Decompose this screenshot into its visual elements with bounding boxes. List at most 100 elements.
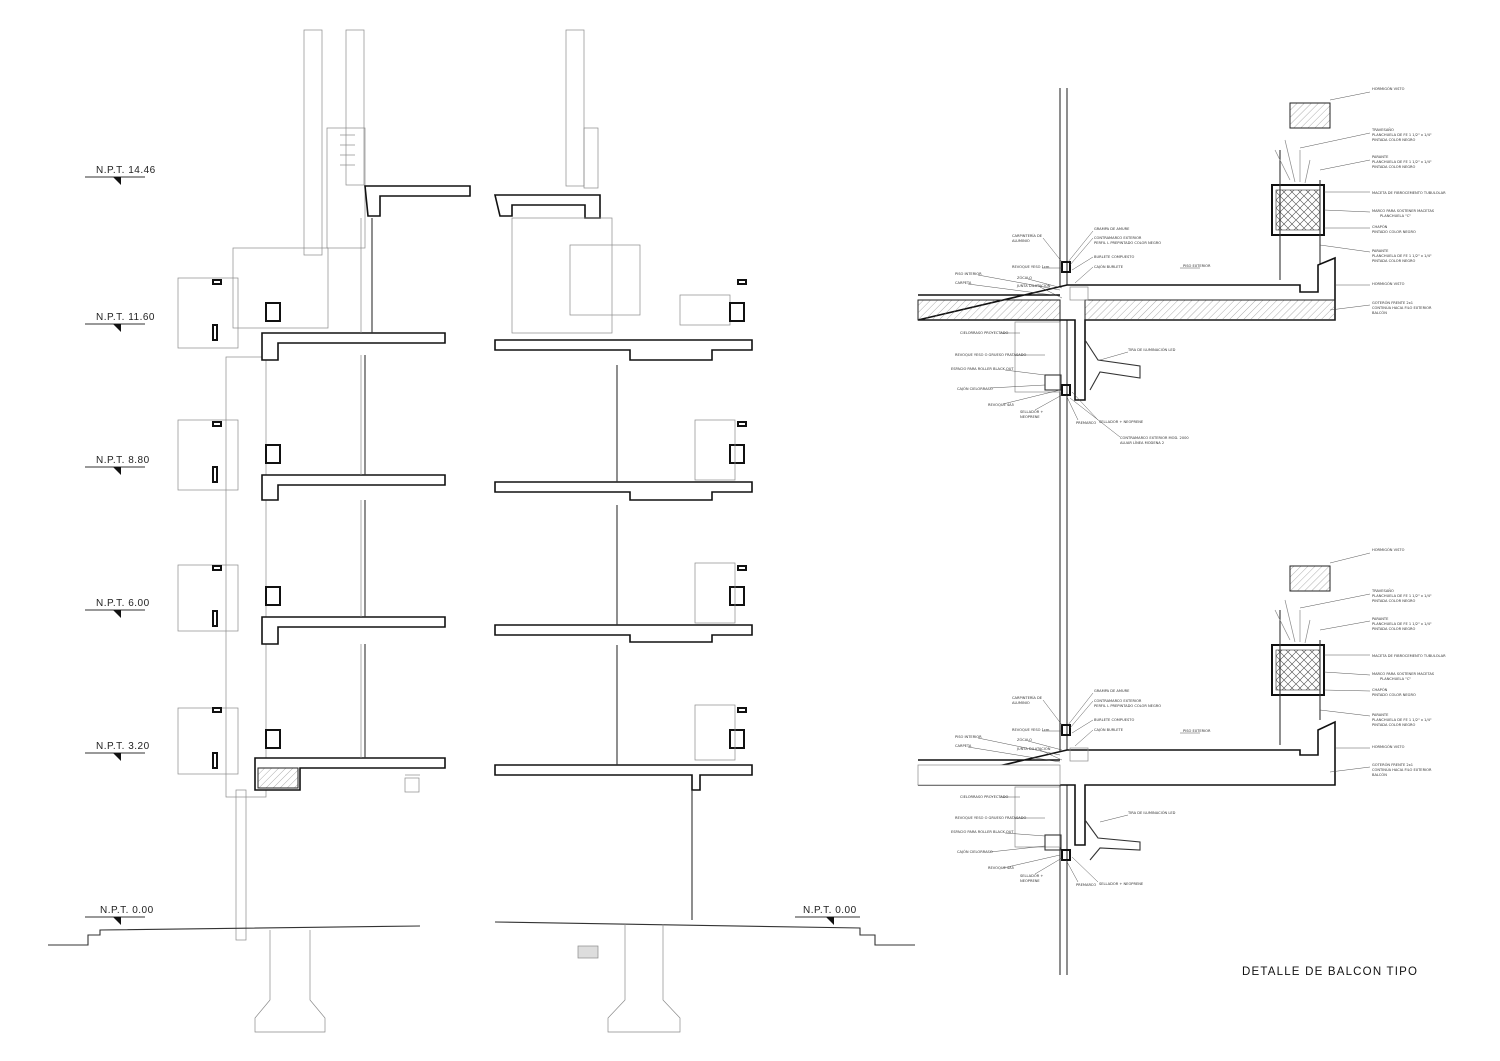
callout: PARANTE bbox=[1372, 617, 1389, 621]
callout: TRAVESAÑO bbox=[1371, 588, 1394, 593]
callout: TRAVESAÑO bbox=[1371, 127, 1394, 132]
level-label: N.P.T. 3.20 bbox=[96, 741, 150, 752]
callout: HORMIGÓN VISTO bbox=[1372, 744, 1405, 749]
callout: PINTADA COLOR NEGRO bbox=[1372, 723, 1416, 727]
roof-slab-mid bbox=[493, 194, 601, 219]
level-triangle-icon bbox=[113, 467, 121, 475]
level-marker: N.P.T. 8.80 bbox=[85, 455, 150, 475]
callout: REVOQUE 4A5 bbox=[988, 866, 1014, 870]
callout: CONTRAMARCO EXTERIOR bbox=[1094, 699, 1142, 703]
callout: CARPINTERÍA DE bbox=[1012, 695, 1043, 700]
callout: REVOQUE 4A5 bbox=[988, 403, 1014, 407]
callout: PINTADA COLOR NEGRO bbox=[1372, 138, 1416, 142]
callout: ESPACIO PARA ROLLER BLACK OUT bbox=[951, 367, 1014, 371]
callout: HORMIGÓN VISTO bbox=[1372, 86, 1405, 91]
callout: PINTADA COLOR NEGRO bbox=[1372, 259, 1416, 263]
callouts-lower-center: GRAMPA DE AMURE CONTRAMARCO EXTERIOR PER… bbox=[1065, 689, 1211, 887]
led-cove bbox=[1084, 819, 1141, 861]
callout: HORMIGÓN VISTO bbox=[1372, 281, 1405, 286]
callout: CAJÓN BURLETE bbox=[1094, 727, 1124, 732]
callouts-upper-right: HORMIGÓN VISTO TRAVESAÑO PLANCHUELA DE F… bbox=[1299, 86, 1446, 315]
callout: CIELORRASO PROYECTADO bbox=[960, 331, 1009, 335]
ground-line-mid bbox=[494, 921, 915, 946]
concrete-block bbox=[1289, 102, 1331, 129]
level-marker: N.P.T. 0.00 bbox=[85, 905, 153, 925]
callouts-lower-right: HORMIGÓN VISTO TRAVESAÑO PLANCHUELA DE F… bbox=[1299, 547, 1446, 777]
callout: JUNTA DILATACIÓN bbox=[1016, 746, 1051, 751]
callout: PLANCHUELA "C" bbox=[1380, 214, 1411, 218]
ground-line-left bbox=[48, 925, 421, 946]
callout: PINTADA COLOR NEGRO bbox=[1372, 599, 1416, 603]
callouts-upper-left: CARPINTERÍA DE ALUMINIO REVOQUE YESO 1cm… bbox=[951, 233, 1063, 419]
level-marker: N.P.T. 11.60 bbox=[85, 312, 155, 332]
callout: PINTADO COLOR NEGRO bbox=[1372, 693, 1416, 697]
callout: PISO INTERIOR bbox=[955, 735, 982, 739]
callout: ZÓCALO bbox=[1017, 275, 1032, 280]
callout: PLANCHUELA DE FE 1 1/2" x 1/4" bbox=[1372, 133, 1432, 137]
callout: MACETA DE FIBROCEMENTO TUBULOLAR bbox=[1372, 654, 1446, 658]
callout: ALUAR LÍNEA MODENA 2 bbox=[1120, 440, 1164, 445]
callout: CIELORRASO PROYECTADO bbox=[960, 795, 1009, 799]
slab-mid-880 bbox=[494, 481, 753, 501]
slab-mid-1160 bbox=[494, 339, 753, 361]
callout: SELLADOR + bbox=[1020, 874, 1043, 878]
callout: PISO EXTERIOR bbox=[1183, 264, 1211, 268]
callout: ALUMINIO bbox=[1012, 239, 1030, 243]
callout: CARPETA bbox=[955, 744, 972, 748]
callout: ZÓCALO bbox=[1017, 737, 1032, 742]
callout: GOTERÓN FRENTE 2x1 bbox=[1372, 762, 1413, 767]
callout: MACETA DE FIBROCEMENTO TUBULOLAR bbox=[1372, 191, 1446, 195]
callout: PREMARCO bbox=[1076, 883, 1096, 887]
callout: PARANTE bbox=[1372, 713, 1389, 717]
level-marker: N.P.T. 3.20 bbox=[85, 741, 150, 761]
chimney-left-2 bbox=[345, 29, 365, 186]
callout: REVOQUE YESO 1cm bbox=[1012, 728, 1050, 732]
callout: CHAPÓN bbox=[1372, 687, 1388, 692]
roof-slab-left bbox=[364, 185, 471, 217]
callout: TIRA DE ILUMINACIÓN LED bbox=[1127, 347, 1176, 352]
callout: SELLADOR + NEOPRENE bbox=[1099, 882, 1144, 886]
level-label: N.P.T. 11.60 bbox=[96, 312, 155, 323]
callout: PREMARCO bbox=[1076, 421, 1096, 425]
callout: HORMIGÓN VISTO bbox=[1372, 547, 1405, 552]
callout: REVOQUE YESO O GRUESO FRATASADO bbox=[955, 353, 1027, 357]
callout: NEOPRENE bbox=[1020, 879, 1040, 883]
callout: PLANCHUELA DE FE 1 1/2" x 1/4" bbox=[1372, 718, 1432, 722]
balcony-detail-lower bbox=[917, 565, 1336, 861]
callout: PLANCHUELA DE FE 1 1/2" x 1/4" bbox=[1372, 622, 1432, 626]
callout: PERFIL L PREPINTADO COLOR NEGRO bbox=[1094, 241, 1161, 245]
callout: PLANCHUELA DE FE 1 1/2" x 1/4" bbox=[1372, 254, 1432, 258]
callout: BALCÓN bbox=[1372, 310, 1387, 315]
callout: CONTRAMARCO EXTERIOR bbox=[1094, 236, 1142, 240]
detail-title: DETALLE DE BALCON TIPO bbox=[1242, 966, 1418, 978]
slab-left-1160 bbox=[261, 332, 446, 361]
level-label: N.P.T. 0.00 bbox=[803, 905, 857, 916]
level-triangle-icon bbox=[113, 610, 121, 618]
level-marker: N.P.T. 14.46 bbox=[85, 165, 155, 185]
level-marker: N.P.T. 6.00 bbox=[85, 598, 149, 618]
callout: PINTADO COLOR NEGRO bbox=[1372, 230, 1416, 234]
slab-left-880 bbox=[261, 474, 446, 501]
callout: CARPETA bbox=[955, 281, 972, 285]
callout: PERFIL L PREPINTADO COLOR NEGRO bbox=[1094, 704, 1161, 708]
chimney-left-1 bbox=[303, 29, 323, 256]
balcony-slab-upper bbox=[917, 256, 1336, 401]
callout: PARANTE bbox=[1372, 249, 1389, 253]
callout: BALCÓN bbox=[1372, 772, 1387, 777]
callout: PISO INTERIOR bbox=[955, 272, 982, 276]
callout: BURLETE COMPUESTO bbox=[1094, 718, 1134, 722]
callout: REVOQUE YESO O GRUESO FRATASADO bbox=[955, 816, 1027, 820]
level-triangle-icon bbox=[113, 917, 121, 925]
level-triangle-icon bbox=[113, 177, 121, 185]
callouts-upper-center: GRAMPA DE AMURE CONTRAMARCO EXTERIOR PER… bbox=[1065, 227, 1211, 445]
callout: GRAMPA DE AMURE bbox=[1094, 227, 1130, 231]
middle-building-section bbox=[493, 29, 915, 1033]
callout: PARANTE bbox=[1372, 155, 1389, 159]
callout: CONTINÚA HACIA FILO EXTERIOR bbox=[1372, 767, 1432, 772]
callout: SELLADOR + bbox=[1020, 410, 1043, 414]
callout: ALUMINIO bbox=[1012, 701, 1030, 705]
level-markers-left: N.P.T. 14.46 N.P.T. 11.60 N.P.T. 8.80 N.… bbox=[85, 165, 155, 925]
callout: PLANCHUELA "C" bbox=[1380, 677, 1411, 681]
level-label: N.P.T. 8.80 bbox=[96, 455, 150, 466]
